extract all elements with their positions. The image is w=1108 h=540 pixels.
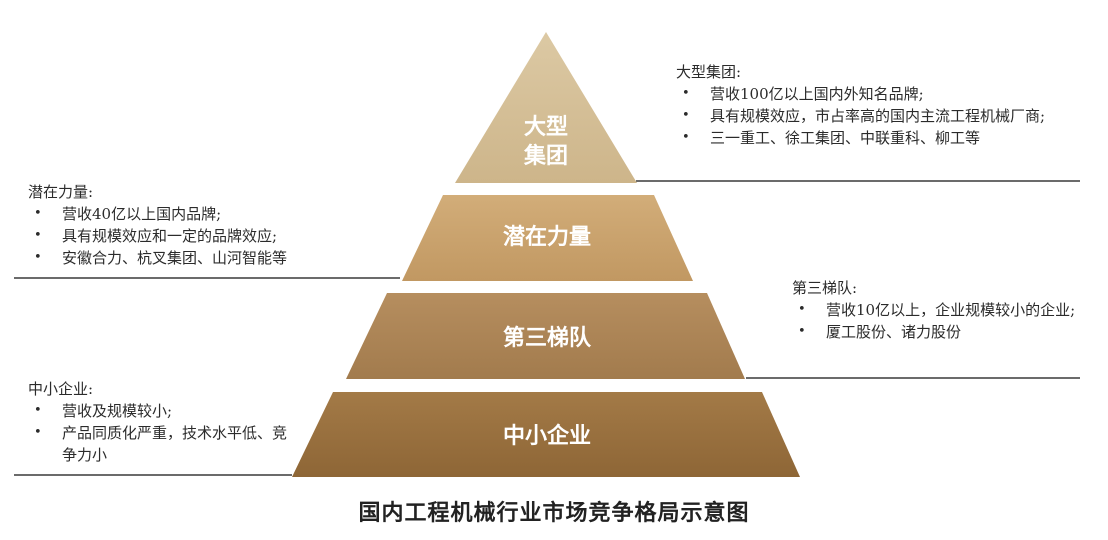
list-item: 三一重工、徐工集团、中联重科、柳工等	[676, 127, 1071, 149]
diagram-caption: 国内工程机械行业市场竞争格局示意图	[358, 501, 750, 526]
list-item: 具有规模效应和一定的品牌效应;	[28, 225, 388, 247]
list-item: 具有规模效应，市占率高的国内主流工程机械厂商;	[676, 105, 1071, 127]
list-item: 安徽合力、杭叉集团、山河智能等	[28, 247, 388, 269]
tier-large-label-line1: 大型	[524, 115, 568, 140]
annotation-third: 第三梯队: 营收10亿以上，企业规模较小的企业; 厦工股份、诸力股份	[792, 277, 1084, 343]
tier-sme-label: 中小企业	[503, 423, 591, 449]
tier-large-label-line2: 集团	[523, 143, 568, 169]
list-item: 营收40亿以上国内品牌;	[28, 203, 388, 225]
list-item: 厦工股份、诸力股份	[792, 321, 1084, 343]
tier-third-shape	[346, 293, 745, 379]
annotation-potential: 潜在力量: 营收40亿以上国内品牌; 具有规模效应和一定的品牌效应; 安徽合力、…	[28, 181, 388, 269]
list-item: 营收10亿以上，企业规模较小的企业;	[792, 299, 1084, 321]
tier-potential-shape	[402, 195, 693, 281]
annotation-potential-title: 潜在力量:	[28, 183, 94, 201]
annotation-potential-list: 营收40亿以上国内品牌; 具有规模效应和一定的品牌效应; 安徽合力、杭叉集团、山…	[28, 203, 388, 269]
tier-third-label: 第三梯队	[503, 325, 592, 351]
annotation-third-title: 第三梯队:	[792, 279, 858, 297]
list-item: 营收100亿以上国内外知名品牌;	[676, 83, 1071, 105]
tier-large-shape	[455, 32, 637, 183]
tier-potential-label: 潜在力量	[503, 224, 591, 250]
list-item: 产品同质化严重，技术水平低、竞争力小	[28, 422, 298, 466]
annotation-large-title: 大型集团:	[676, 63, 742, 81]
annotation-sme: 中小企业: 营收及规模较小; 产品同质化严重，技术水平低、竞争力小	[28, 378, 298, 466]
annotation-sme-title: 中小企业:	[28, 380, 94, 398]
annotation-large-list: 营收100亿以上国内外知名品牌; 具有规模效应，市占率高的国内主流工程机械厂商;…	[676, 83, 1071, 149]
annotation-large: 大型集团: 营收100亿以上国内外知名品牌; 具有规模效应，市占率高的国内主流工…	[676, 61, 1071, 149]
annotation-sme-list: 营收及规模较小; 产品同质化严重，技术水平低、竞争力小	[28, 400, 298, 466]
annotation-third-list: 营收10亿以上，企业规模较小的企业; 厦工股份、诸力股份	[792, 299, 1084, 343]
list-item: 营收及规模较小;	[28, 400, 298, 422]
tier-sme-shape	[292, 392, 800, 477]
